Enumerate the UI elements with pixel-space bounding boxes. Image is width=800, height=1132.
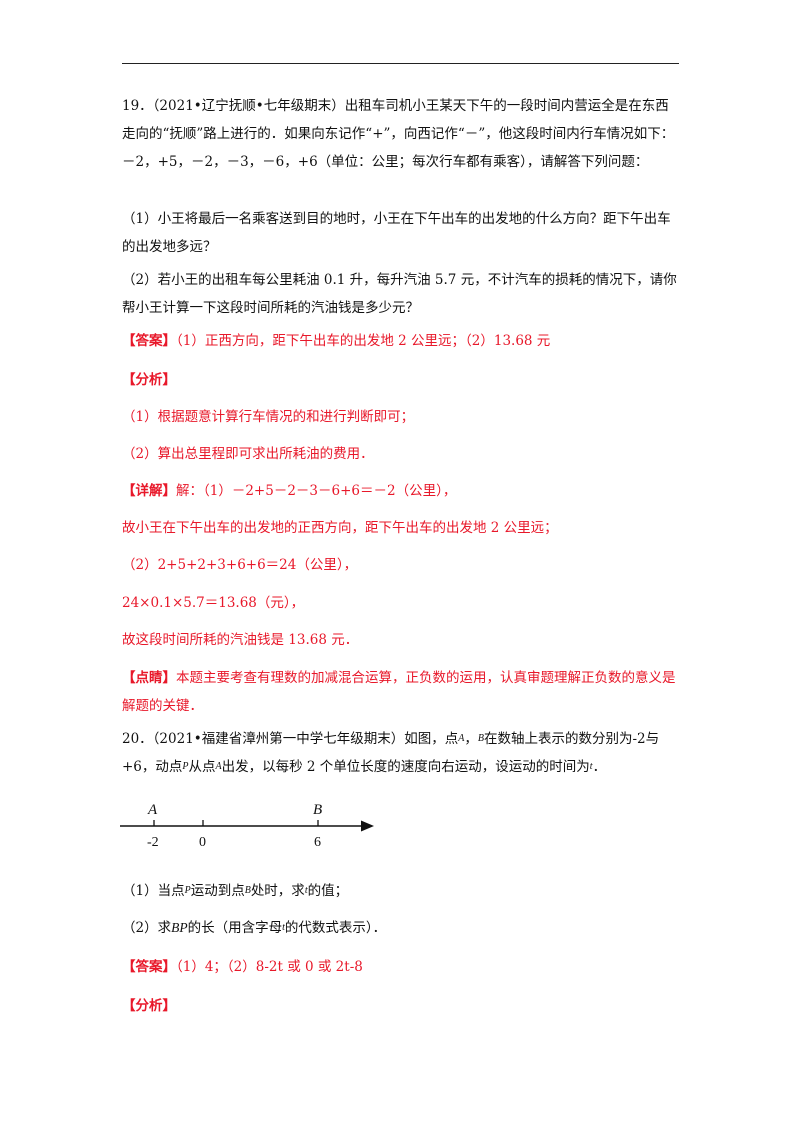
q19-detail-5: 故这段时间所耗的汽油钱是 13.68 元． [122,632,359,648]
q19-stem: 19．（2021•辽宁抚顺•七年级期末）出租车司机小王某天下午的一段时间内营运全… [122,98,675,170]
header-rule [122,63,679,64]
label-b: B [313,802,322,818]
point-a-symbol: A [458,733,465,744]
q19-part1: （1）小王将最后一名乘客送到目的地时，小王在下午出车的出发地的什么方向？距下午出… [122,211,671,255]
q19-analysis-tag: 【分析】 [122,372,176,388]
q19-detail-2: 故小王在下午出车的出发地的正西方向，距下午出车的出发地 2 公里远； [122,520,558,536]
point-p-symbol: P [182,761,189,772]
number-line-arrow [361,820,374,832]
point-b-symbol: B [477,733,484,744]
tick-label-6: 6 [314,835,321,850]
comment-tag: 【点睛】 [122,670,176,686]
q19-part2: （2）若小王的出租车每公里耗油 0.1 升，每升汽油 5.7 元，不计汽车的损耗… [122,272,677,316]
time-t-symbol: t [589,761,593,772]
q20-analysis-tag: 【分析】 [122,998,176,1014]
tick-label-neg2: -2 [147,835,159,850]
q19-answer: 【答案】（1）正西方向，距下午出车的出发地 2 公里远；（2）13.68 元 [122,333,551,349]
q19-analysis-1: （1）根据题意计算行车情况的和进行判断即可； [122,409,415,425]
label-a: A [147,802,158,818]
answer-tag: 【答案】 [122,333,176,349]
q20-part2: （2）求BP的长（用含字母t的代数式表示）． [122,920,387,936]
q20-stem: 20．（2021•福建省漳州第一中学七年级期末）如图，点A，B在数轴上表示的数分… [122,731,660,775]
q19-analysis-2: （2）算出总里程即可求出所耗油的费用． [122,446,374,462]
number-line-figure: A B -2 0 6 [120,802,374,850]
q19-comment: 【点睛】本题主要考查有理数的加减混合运算，正负数的运用，认真审题理解正负数的意义… [122,670,676,714]
q20-part1: （1）当点P运动到点B处时，求t的值； [122,883,349,899]
q19-detail-1: 【详解】解：（1）－2+5－2－3－6+6＝－2（公里）， [122,483,457,499]
q19-detail-3: （2）2+5+2+3+6+6＝24（公里）， [122,557,358,573]
q19-detail-4: 24×0.1×5.7＝13.68（元）， [122,595,305,611]
detail-tag: 【详解】 [122,483,176,499]
q20-answer: 【答案】（1）4；（2）8-2t 或 0 或 2t-8 [122,959,363,975]
tick-label-0: 0 [199,835,206,850]
bp-symbol: BP [171,920,188,935]
